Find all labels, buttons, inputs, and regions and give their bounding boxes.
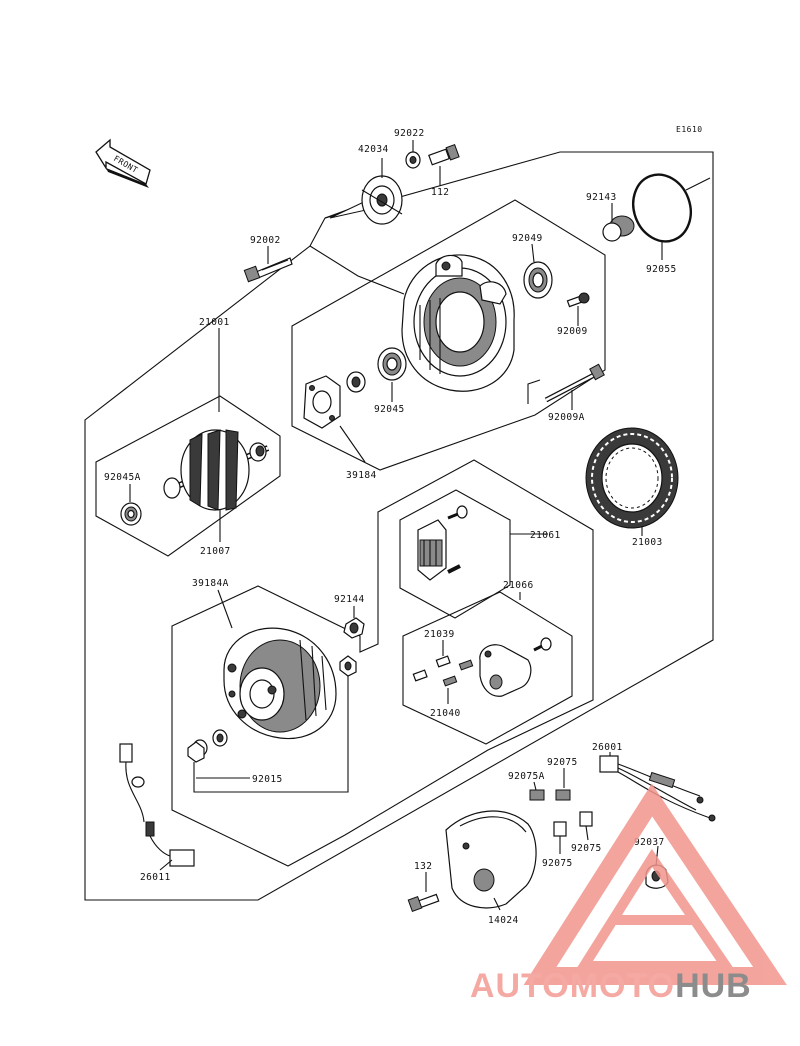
label-26001: 26001: [592, 742, 623, 753]
label-92143: 92143: [586, 192, 617, 203]
label-92002: 92002: [250, 235, 281, 246]
label-21001: 21001: [199, 317, 230, 328]
bearing-92045A: [120, 502, 142, 526]
group-outline-21061: [399, 489, 511, 619]
pulley-42034: [329, 175, 403, 225]
label-92075-mid: 92075: [571, 843, 602, 854]
front-housing: [401, 254, 515, 392]
collar-92143: [602, 215, 635, 242]
washer-92022: [405, 151, 421, 169]
brush-21039: [412, 655, 451, 682]
label-92022: 92022: [394, 128, 425, 139]
label-92045A: 92045A: [104, 472, 141, 483]
seal-92049: [523, 261, 553, 299]
brush-set-92075: [529, 789, 593, 837]
screw-92009: [566, 292, 590, 308]
label-21061: 21061: [530, 530, 561, 541]
label-92045: 92045: [374, 404, 405, 415]
label-92144: 92144: [334, 594, 365, 605]
group-outline-39184: [291, 199, 606, 471]
gasket-39184: [303, 375, 341, 429]
cover-14024: [445, 810, 537, 909]
label-92055: 92055: [646, 264, 677, 275]
nut-112: [428, 144, 460, 166]
group-outline-39184A: [171, 459, 594, 867]
label-92009: 92009: [557, 326, 588, 337]
rectifier-21061: [417, 505, 468, 581]
label-92037: 92037: [634, 837, 665, 848]
label-92075-top: 92075: [547, 757, 578, 768]
rear-housing-39184A: [223, 627, 337, 740]
lead-wire-26011: [119, 743, 195, 867]
label-92075A: 92075A: [508, 771, 545, 782]
label-21040: 21040: [430, 708, 461, 719]
label-21066: 21066: [503, 580, 534, 591]
harness-26001: [599, 755, 716, 822]
label-92049: 92049: [512, 233, 543, 244]
label-112: 112: [431, 187, 449, 198]
oring-92055: [632, 173, 692, 243]
label-21003: 21003: [632, 537, 663, 548]
spring-21040: [442, 659, 474, 687]
rotor-21007: [163, 429, 270, 511]
group-outline-21007: [95, 395, 281, 557]
label-42034: 42034: [358, 144, 389, 155]
front-arrow-icon: FRONT: [95, 138, 151, 188]
label-39184: 39184: [346, 470, 377, 481]
diagram-code: E1610: [676, 125, 703, 134]
watermark-text: AUTOMOTOHUB: [470, 967, 752, 1005]
bolt-132: [407, 893, 440, 912]
bearing-92045: [346, 347, 407, 393]
label-132: 132: [414, 861, 432, 872]
watermark-part2: HUB: [675, 967, 752, 1005]
label-92015: 92015: [252, 774, 283, 785]
leader-lines: [129, 140, 663, 911]
brush-holder-21066: [479, 637, 552, 697]
bushing-92144: [343, 617, 365, 639]
bolt-92002: [243, 257, 293, 283]
stator-21003: [585, 427, 679, 529]
label-26011: 26011: [140, 872, 171, 883]
nut-92015: [187, 655, 357, 763]
watermark-logo: [523, 783, 787, 985]
label-39184A: 39184A: [192, 578, 229, 589]
group-outline-21001: [84, 151, 714, 901]
part-labels: 42034 92022 112 92143 92055 92002 92049 …: [104, 128, 677, 926]
label-21007: 21007: [200, 546, 231, 557]
bolt-92009A: [544, 363, 605, 403]
label-21039: 21039: [424, 629, 455, 640]
label-92009A: 92009A: [548, 412, 585, 423]
group-outline-21066: [402, 591, 573, 745]
watermark-part1: AUTOMOTO: [470, 967, 675, 1005]
label-14024: 14024: [488, 915, 519, 926]
label-92075-low: 92075: [542, 858, 573, 869]
